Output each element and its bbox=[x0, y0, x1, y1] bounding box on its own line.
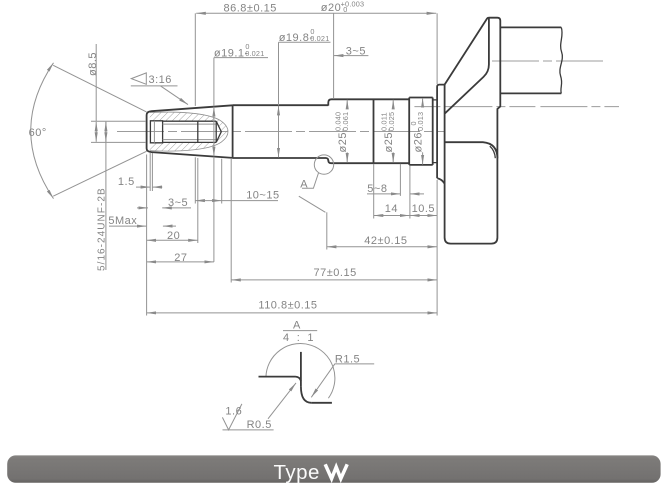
svg-text:0.021: 0.021 bbox=[245, 49, 264, 58]
svg-text:60°: 60° bbox=[29, 127, 47, 139]
svg-text:Type: Type bbox=[274, 461, 320, 484]
svg-text:3~5: 3~5 bbox=[346, 45, 366, 57]
svg-text:0.025: 0.025 bbox=[387, 112, 396, 131]
svg-text:ø25-: ø25- bbox=[337, 128, 349, 153]
svg-text:0: 0 bbox=[310, 27, 314, 36]
svg-text:0.013: 0.013 bbox=[416, 112, 425, 131]
svg-text:ø25-: ø25- bbox=[383, 128, 395, 153]
svg-text:R1.5: R1.5 bbox=[335, 353, 360, 365]
svg-text:ø8.5: ø8.5 bbox=[87, 52, 99, 76]
svg-text:3~5: 3~5 bbox=[168, 197, 188, 209]
svg-text:5Max: 5Max bbox=[108, 215, 137, 227]
svg-text:R0.5: R0.5 bbox=[247, 419, 272, 431]
svg-text:+0.003: +0.003 bbox=[341, 0, 365, 8]
svg-text:42±0.15: 42±0.15 bbox=[364, 235, 407, 247]
svg-text:4 : 1: 4 : 1 bbox=[283, 332, 314, 344]
svg-text:0: 0 bbox=[245, 42, 249, 51]
svg-text:14: 14 bbox=[385, 203, 398, 215]
svg-text:0: 0 bbox=[343, 5, 347, 14]
svg-text:86.8±0.15: 86.8±0.15 bbox=[224, 2, 277, 14]
svg-text:A: A bbox=[293, 320, 301, 332]
svg-text:A: A bbox=[300, 178, 308, 190]
svg-text:ø19.8-: ø19.8- bbox=[279, 32, 314, 44]
svg-text:3:16: 3:16 bbox=[149, 74, 172, 86]
svg-text:10~15: 10~15 bbox=[246, 190, 279, 202]
svg-text:1.6: 1.6 bbox=[225, 406, 242, 418]
svg-text:ø26-: ø26- bbox=[412, 128, 424, 153]
svg-text:0: 0 bbox=[409, 121, 418, 125]
svg-text:5~8: 5~8 bbox=[367, 183, 387, 195]
svg-text:0.040: 0.040 bbox=[334, 112, 343, 131]
svg-text:5/16-24UNF-2B: 5/16-24UNF-2B bbox=[97, 187, 108, 271]
svg-text:110.8±0.15: 110.8±0.15 bbox=[258, 299, 317, 311]
svg-text:10.5: 10.5 bbox=[412, 203, 435, 215]
svg-text:0.061: 0.061 bbox=[341, 112, 350, 131]
svg-text:1.5: 1.5 bbox=[118, 176, 135, 188]
svg-text:ø19.1-: ø19.1- bbox=[214, 47, 249, 59]
svg-text:77±0.15: 77±0.15 bbox=[314, 267, 357, 279]
svg-text:0.021: 0.021 bbox=[310, 34, 329, 43]
svg-text:ø20: ø20 bbox=[321, 2, 341, 14]
svg-text:0.011: 0.011 bbox=[380, 112, 389, 131]
